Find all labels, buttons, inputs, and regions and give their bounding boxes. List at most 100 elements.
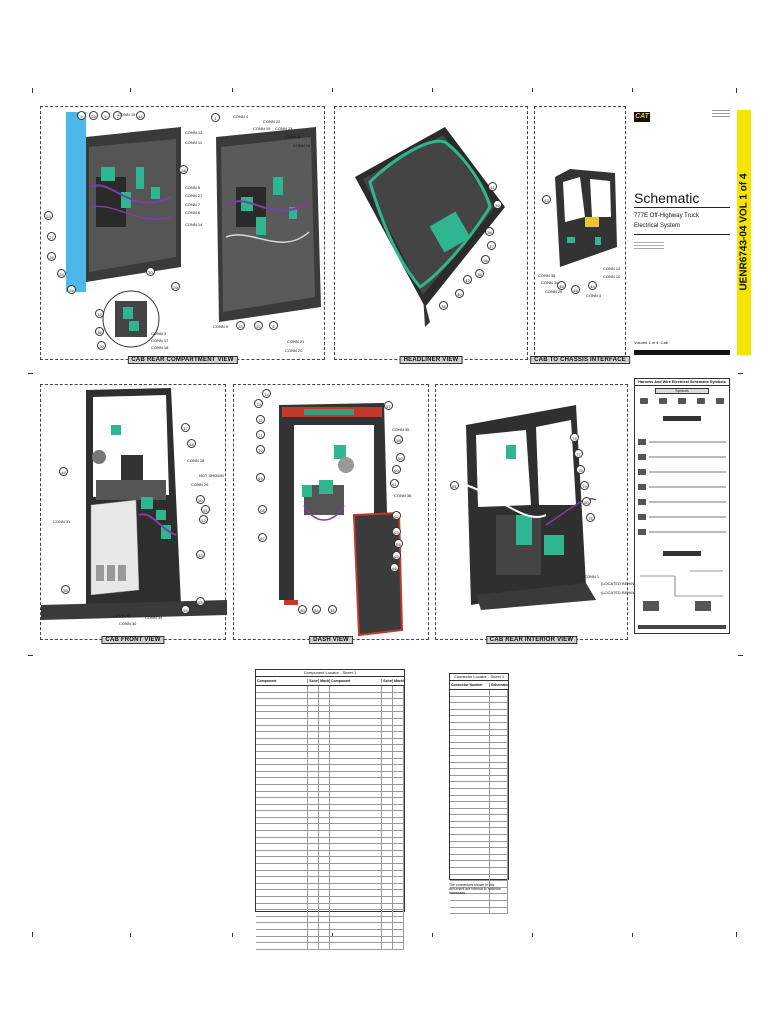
table-cell (308, 910, 320, 916)
conn-label: CONN 34 (541, 280, 559, 285)
callout: 23 (44, 211, 53, 220)
connector-table-footnote: The connectors shown in this document ar… (449, 883, 501, 895)
callout: 8 (269, 321, 278, 330)
callout: 81 (450, 481, 459, 490)
table-cell (382, 857, 394, 864)
table-row (450, 881, 508, 888)
table-row (450, 769, 508, 776)
crop-mark (130, 933, 131, 937)
table-cell (308, 804, 320, 811)
table-cell (330, 791, 383, 798)
table-cell (319, 784, 331, 791)
table-cell (393, 943, 404, 949)
conn-label: CONN 10 (603, 274, 621, 279)
callout: 54 (181, 605, 190, 614)
table-cell (490, 821, 508, 828)
table-cell (308, 877, 320, 883)
table-cell (490, 736, 508, 742)
table-cell (256, 850, 309, 857)
table-cell (319, 903, 331, 910)
conn-label: CONN 3 (151, 331, 167, 336)
cover-small-text (712, 108, 730, 118)
callout: 59 (396, 453, 405, 462)
table-row (450, 775, 508, 783)
connector-symbol-icon (715, 398, 724, 404)
callout: 66 (390, 563, 399, 572)
callout: 34 (439, 301, 448, 310)
callout: 46 (557, 281, 566, 290)
table-row (256, 890, 404, 897)
table-cell (490, 762, 508, 769)
crop-mark (332, 933, 333, 937)
callout: 9 (77, 111, 86, 120)
table-cell (319, 916, 331, 923)
conn-label: CONN 27 (185, 193, 203, 198)
table-cell (393, 831, 404, 837)
table-cell (450, 762, 490, 769)
table-cell (256, 686, 309, 692)
cover-fineprint (634, 240, 664, 251)
table-cell (330, 883, 383, 890)
legend-bottom-bar (638, 625, 726, 629)
table-cell (330, 916, 383, 923)
table-cell (319, 765, 331, 771)
table-cell (308, 692, 320, 699)
callout: 36 (95, 327, 104, 336)
callout: 20 (97, 341, 106, 350)
table-cell (308, 850, 320, 857)
crop-mark (432, 88, 433, 92)
table-cell (308, 923, 320, 929)
conn-label: CONN 21 (287, 339, 305, 344)
callout: 84 (312, 605, 321, 614)
table-cell (393, 705, 404, 712)
table-row (256, 897, 404, 904)
crop-mark (28, 655, 33, 656)
callout: 69 (256, 473, 265, 482)
table-cell (256, 738, 309, 745)
column-header: Connector Number (450, 683, 490, 687)
table-row (256, 751, 404, 759)
table-cell (450, 901, 490, 907)
table-cell (382, 778, 394, 784)
callout: 37 (487, 241, 496, 250)
table-cell (490, 742, 508, 749)
component-locator-table: Component Locator - Sheet 1 Component Sc… (255, 669, 405, 950)
table-cell (308, 864, 320, 870)
conn-label: CONN 14 (185, 222, 203, 227)
callout: 68 (258, 505, 267, 514)
table-cell (393, 745, 404, 751)
table-row (256, 784, 404, 792)
table-cell (382, 732, 394, 738)
table-cell (319, 923, 331, 929)
table-cell (308, 718, 320, 725)
table-row (256, 699, 404, 706)
table-cell (319, 897, 331, 903)
conn-label: CONN 6 (185, 210, 201, 215)
table-row (450, 901, 508, 908)
table-cell (450, 749, 490, 755)
chassis-illustration (555, 169, 617, 267)
legend-section-bar (663, 551, 701, 556)
callout: 43 (542, 195, 551, 204)
crop-mark (738, 373, 743, 374)
conn-label: CONN 8 (285, 134, 301, 139)
symbols-legend: Harness And Wire Electrical Schematic Sy… (634, 378, 730, 634)
callout: 39 (493, 200, 502, 209)
table-cell (319, 824, 331, 831)
callout: 78 (576, 465, 585, 474)
table-cell (393, 778, 404, 784)
table-cell (490, 887, 508, 894)
table-cell (393, 916, 404, 923)
callout: 73 (254, 399, 263, 408)
table-cell (330, 929, 383, 936)
callout: 67 (258, 533, 267, 542)
table-cell (319, 890, 331, 896)
table-cell (393, 811, 404, 817)
table-row (450, 874, 508, 882)
table-cell (256, 877, 309, 883)
table-cell (308, 699, 320, 705)
table-row (256, 837, 404, 845)
table-row (256, 712, 404, 719)
table-cell (319, 751, 331, 758)
table-cell (319, 705, 331, 712)
